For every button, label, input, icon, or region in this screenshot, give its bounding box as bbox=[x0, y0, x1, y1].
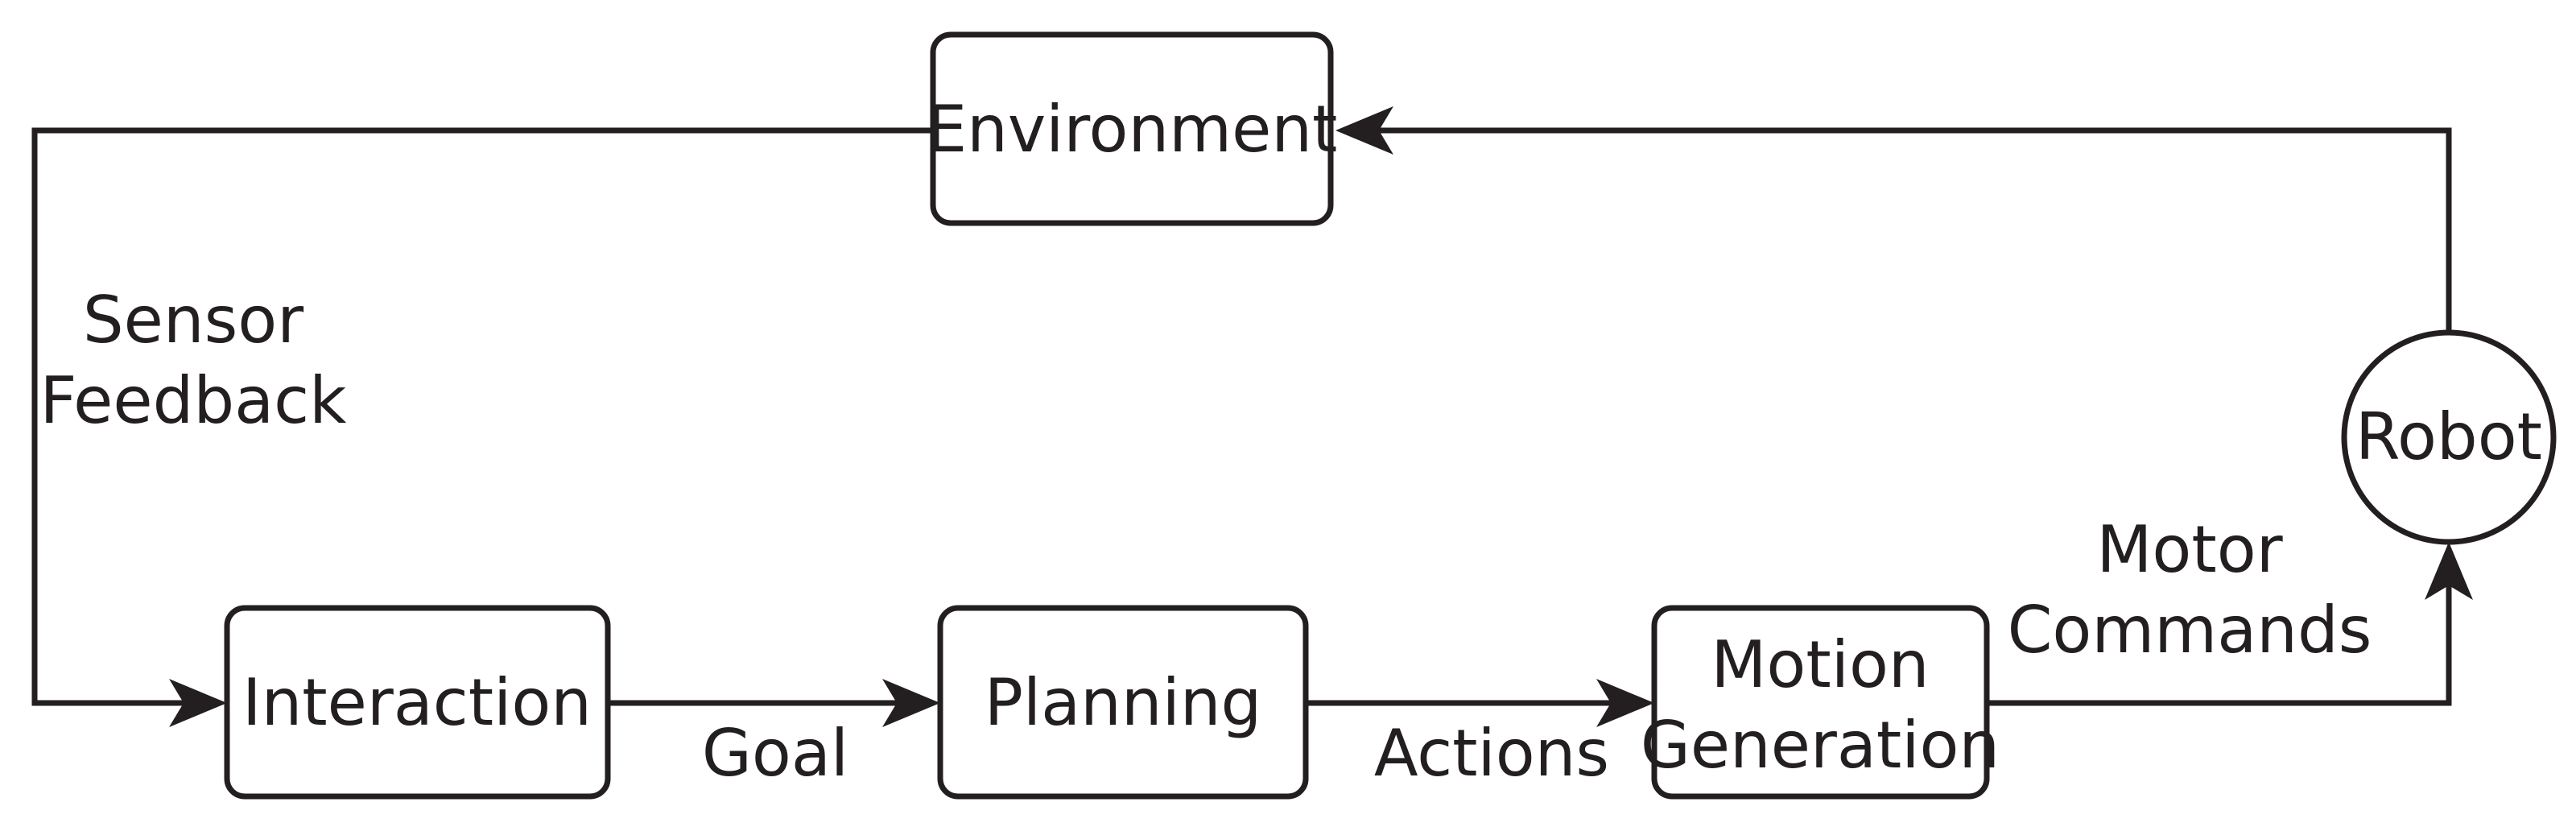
node-interaction[interactable]: Interaction bbox=[224, 605, 611, 800]
arrow-head-into-motion-generation bbox=[1596, 679, 1654, 727]
node-robot[interactable]: Robot bbox=[2341, 329, 2557, 545]
motion-generation-label-line2: Generation bbox=[1641, 708, 2000, 783]
robot-label: Robot bbox=[2355, 399, 2542, 474]
motor-commands-label-line2: Commands bbox=[2008, 593, 2372, 668]
arrow-head-into-interaction bbox=[169, 679, 227, 727]
edge-path-motor-commands bbox=[1987, 583, 2452, 706]
motion-generation-box[interactable] bbox=[1651, 605, 1990, 800]
arrow-head-into-robot bbox=[2425, 542, 2473, 600]
edge-planning-to-motion-generation bbox=[1306, 679, 1654, 727]
node-environment[interactable]: Environment bbox=[927, 31, 1338, 226]
edge-path-sensor-feedback bbox=[31, 127, 933, 706]
node-motion-generation[interactable]: Motion Generation bbox=[1641, 605, 2000, 800]
edge-motion-generation-to-robot bbox=[1987, 542, 2473, 706]
planning-label: Planning bbox=[985, 665, 1262, 740]
node-planning[interactable]: Planning bbox=[937, 605, 1309, 800]
planning-box[interactable] bbox=[937, 605, 1309, 800]
arrow-head-into-environment bbox=[1335, 106, 1393, 155]
goal-label: Goal bbox=[702, 716, 848, 791]
robot-circle[interactable] bbox=[2341, 329, 2557, 545]
actions-label: Actions bbox=[1374, 716, 1609, 791]
edge-path-robot-to-environment bbox=[1377, 127, 2452, 333]
environment-label: Environment bbox=[927, 92, 1338, 167]
edge-environment-to-interaction bbox=[31, 127, 933, 727]
interaction-label: Interaction bbox=[242, 665, 592, 740]
interaction-box[interactable] bbox=[224, 605, 611, 800]
environment-box[interactable] bbox=[930, 31, 1334, 226]
motion-generation-label-line1: Motion bbox=[1711, 627, 1929, 702]
sensor-feedback-label-line2: Feedback bbox=[40, 363, 348, 438]
edge-robot-to-environment bbox=[1335, 106, 2452, 333]
edge-interaction-to-planning bbox=[608, 679, 940, 727]
arrow-head-into-planning bbox=[882, 679, 940, 727]
motor-commands-label-line1: Motor bbox=[2096, 512, 2282, 587]
sensor-feedback-label-line1: Sensor bbox=[83, 283, 303, 358]
